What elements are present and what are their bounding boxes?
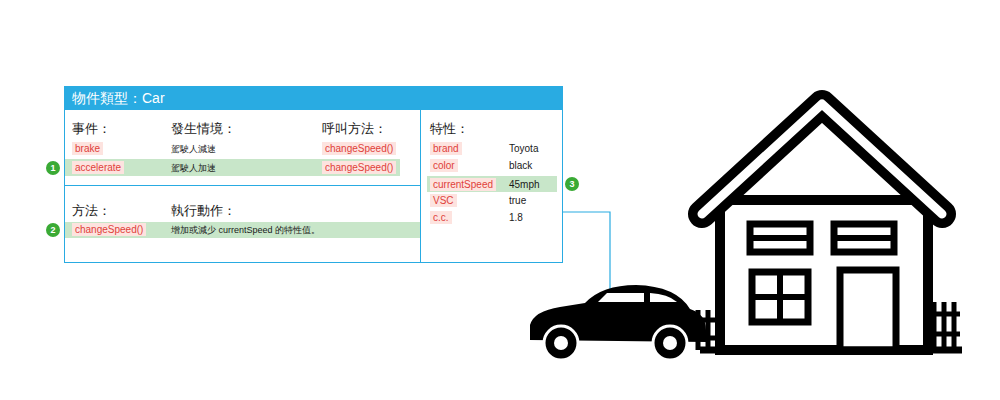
type-heading: 物件類型：Car: [64, 86, 563, 110]
column-heading: 執行動作：: [171, 203, 236, 219]
events-panel: 事件：發生情境：呼叫方法：brake駕駛人減速changeSpeed()acce…: [64, 110, 420, 186]
callout-number: 3: [565, 177, 579, 191]
house-icon: [694, 104, 962, 350]
highlight-row: currentSpeed 45mph: [427, 176, 557, 192]
callout-number: 1: [46, 161, 60, 175]
column-heading: 事件：: [72, 121, 111, 137]
property-name: VSC: [430, 194, 457, 207]
event-description: 駕駛人加速: [171, 162, 216, 174]
column-heading: 方法：: [72, 203, 111, 219]
property-value: black: [509, 159, 532, 172]
column-heading: 特性：: [430, 121, 469, 137]
property-value: Toyota: [509, 142, 538, 155]
property-name: color: [430, 159, 458, 172]
highlight-row: changeSpeed() 增加或減少 currentSpeed 的特性值。: [65, 222, 420, 238]
property-name: c.c.: [430, 211, 452, 224]
leader-line: [563, 212, 610, 292]
highlight-row: accelerate 駕駛人加速 changeSpeed(): [65, 159, 400, 176]
event-name: brake: [72, 142, 103, 155]
property-value: 45mph: [509, 178, 540, 191]
property-value: true: [509, 194, 526, 207]
property-name: brand: [430, 142, 462, 155]
methods-panel: 方法： 執行動作： changeSpeed() 增加或減少 currentSpeed …: [64, 186, 420, 263]
property-value: 1.8: [509, 211, 523, 224]
method-name: changeSpeed(): [72, 223, 146, 236]
method-call: changeSpeed(): [322, 142, 396, 155]
event-description: 駕駛人減速: [171, 143, 216, 155]
car-icon: [530, 285, 706, 360]
properties-panel: 特性： brand Toyota color blackVSC true c.c. 1.8 cu…: [420, 110, 563, 263]
object-box: 物件類型：Car 事件： 發生情境： 呼叫方法： brake 駕駛人減速 changeSpe…: [64, 86, 563, 263]
column-heading: 發生情境：: [171, 121, 236, 137]
property-name: currentSpeed: [430, 178, 496, 191]
callout-number: 2: [46, 223, 60, 237]
method-call: changeSpeed(): [322, 161, 396, 174]
event-name: accelerate: [72, 161, 124, 174]
column-heading: 呼叫方法：: [322, 121, 387, 137]
method-description: 增加或減少 currentSpeed 的特性值。: [171, 224, 320, 236]
